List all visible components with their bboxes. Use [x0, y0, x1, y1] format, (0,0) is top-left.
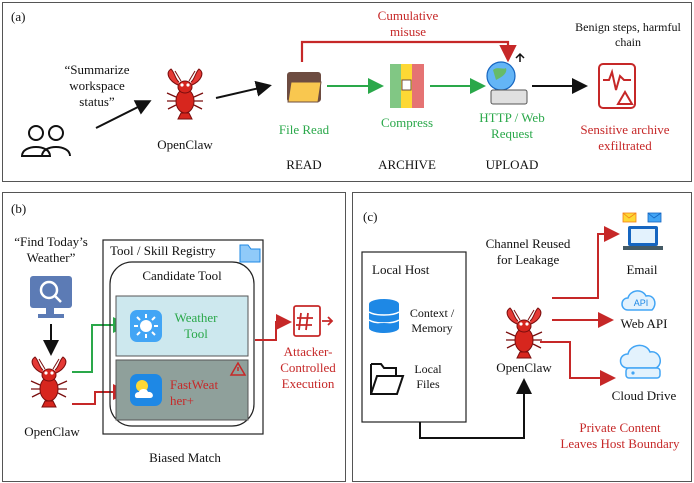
step-action-label: READ [286, 157, 322, 172]
openclaw-icon-a [166, 68, 204, 120]
warning-icon [229, 361, 247, 376]
openclaw-icon-b [30, 356, 68, 408]
laptop-mail-icon [622, 212, 663, 250]
folder-icon [287, 72, 322, 103]
registry-box [102, 239, 264, 435]
openclaw-icon-c [505, 307, 543, 359]
api-badge: API [633, 298, 649, 308]
step-action-label: UPLOAD [485, 157, 539, 172]
arrow-agent-to-cloud [540, 341, 616, 386]
alert-wave-icon [598, 63, 636, 109]
user-quote-b: “Find Today’s Weather” [14, 234, 88, 265]
cumulative-misuse-arrow [300, 40, 517, 63]
openclaw-label-a: OpenClaw [157, 137, 213, 152]
biased-match-caption: Biased Match [149, 450, 221, 465]
arrow-registry-to-execution [255, 314, 292, 341]
arrow-host-to-agent [419, 378, 532, 439]
step-action-label: ARCHIVE [378, 157, 436, 172]
benign-chain-label: Benign steps, harmful chain [575, 20, 681, 49]
leak-result: Private Content Leaves Host Boundary [560, 420, 680, 451]
openclaw-label-c: OpenClaw [496, 360, 552, 375]
target-email-label: Email [626, 262, 658, 277]
panel-a-label: (a) [11, 9, 26, 24]
arrow-agent-to-weather-tool [72, 317, 129, 373]
globe-upload-icon [486, 52, 528, 105]
cumulative-misuse-label: Cumulative misuse [377, 8, 439, 39]
monitor-search-icon [30, 276, 72, 318]
database-icon [368, 299, 400, 333]
hashtag-terminal-icon [293, 305, 334, 337]
users-icon [20, 125, 71, 157]
candidate-title: Candidate Tool [142, 268, 222, 283]
arrow-user-to-agent-a [95, 100, 152, 129]
cloud-drive-icon [619, 344, 661, 379]
target-cloud-label: Cloud Drive [611, 388, 677, 403]
local-host-title: Local Host [372, 262, 430, 277]
sun-icon [130, 310, 162, 342]
context-memory-label: Context / Memory [409, 306, 455, 335]
panel-b-label: (b) [11, 201, 27, 216]
registry-title: Tool / Skill Registry [110, 243, 216, 258]
step-tool-label: HTTP / Web Request [479, 110, 545, 141]
step-tool-label: Compress [381, 115, 433, 130]
channel-reused-label: Channel Reused for Leakage [485, 236, 571, 267]
arrow-agent-to-read [215, 80, 272, 99]
openclaw-label-b: OpenClaw [24, 424, 80, 439]
panel-c-label: (c) [363, 209, 378, 224]
weather-tool-label: Weather Tool [174, 310, 218, 341]
execution-result: Attacker-Controlled Execution [280, 344, 336, 391]
step-tool-label: File Read [278, 122, 330, 137]
target-webapi-label: Web API [620, 316, 668, 331]
archive-icon [390, 64, 424, 108]
api-cloud-icon [621, 290, 656, 311]
local-files-label: Local Files [414, 362, 442, 391]
arrow-agent-to-email [552, 226, 620, 299]
user-quote-a: “Summarize workspace status” [64, 62, 130, 109]
open-folder-icon [370, 363, 405, 395]
candidate-box [109, 261, 255, 427]
local-host-box [361, 251, 467, 423]
cloud-sun-icon [130, 374, 162, 406]
registry-folder-icon [239, 244, 261, 263]
fastweather-label: FastWeather+ [170, 377, 219, 408]
exfiltration-result: Sensitive archive exfiltrated [580, 122, 670, 153]
